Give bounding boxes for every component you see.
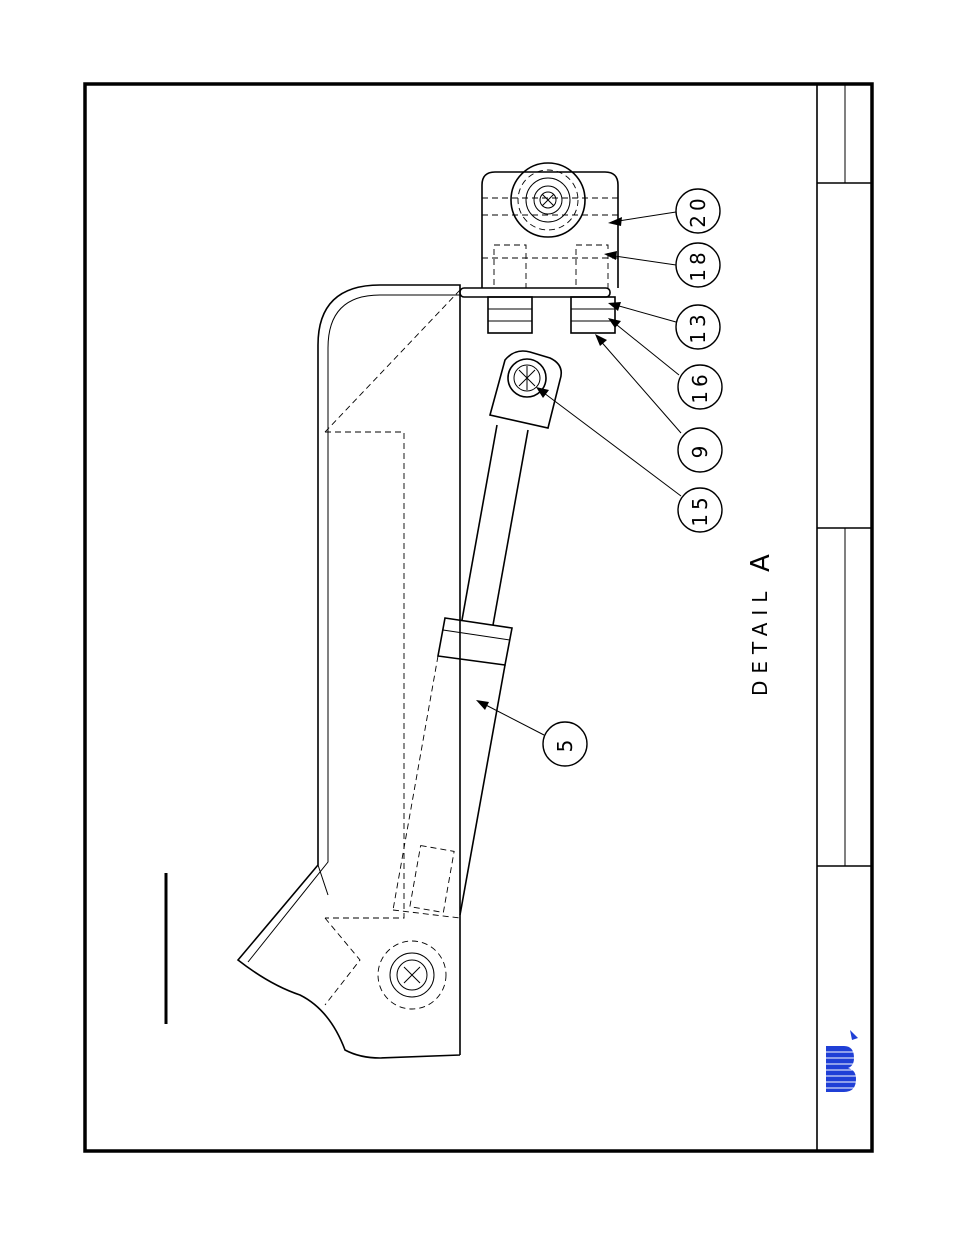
mounting-bracket — [482, 163, 618, 288]
balloon-20-label: 20 — [686, 194, 710, 227]
balloon-18-label: 18 — [686, 248, 710, 281]
balloon-18: 18 — [676, 243, 720, 287]
balloon-5-label: 5 — [553, 736, 577, 753]
logo-b-shape — [826, 1046, 856, 1092]
company-logo — [824, 1030, 858, 1092]
balloon-5: 5 — [543, 722, 587, 766]
balloon-16-label: 16 — [688, 370, 712, 403]
detail-caption-letter: A — [746, 554, 776, 572]
gas-spring — [378, 351, 561, 1009]
balloon-16: 16 — [678, 365, 722, 409]
balloon-9-label: 9 — [688, 442, 712, 459]
balloon-20: 20 — [676, 189, 720, 233]
balloon-15: 15 — [678, 488, 722, 532]
balloon-13: 13 — [676, 305, 720, 349]
balloon-13-label: 13 — [686, 310, 710, 343]
balloon-15-label: 15 — [688, 493, 712, 526]
title-block — [817, 84, 872, 1151]
detail-caption: DETAIL A — [746, 554, 776, 696]
balloon-9: 9 — [678, 428, 722, 472]
detail-caption-label: DETAIL — [748, 585, 772, 696]
